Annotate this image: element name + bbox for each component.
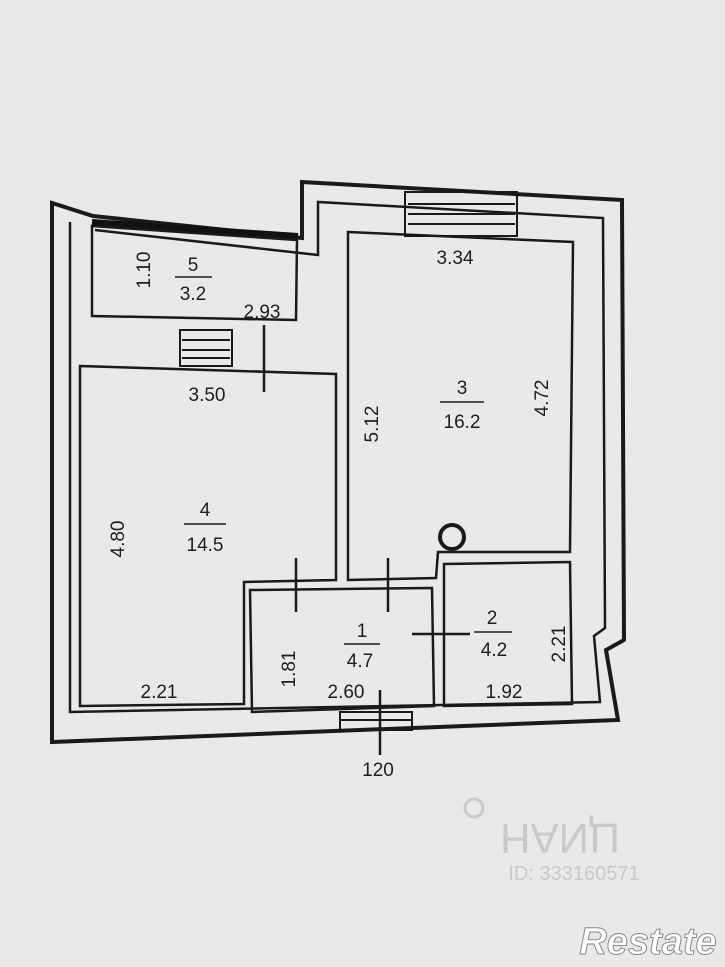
room-3-area: 16.2 [444, 412, 481, 433]
room-5-area: 3.2 [180, 284, 206, 305]
dim-2-21-bottom: 2.21 [141, 682, 178, 703]
room-1-area: 4.7 [347, 651, 373, 672]
brand-name: Restate [579, 921, 716, 963]
window-bottom [339, 711, 413, 731]
room-2-label: 2 4.2 [474, 608, 512, 661]
dim-120: 120 [362, 760, 394, 781]
room-2-number: 2 [487, 608, 498, 629]
room-3-number: 3 [457, 378, 468, 399]
dim-4-80: 4.80 [108, 521, 129, 558]
dim-3-34: 3.34 [437, 248, 474, 269]
room-4 [78, 325, 338, 708]
room-1-label: 1 4.7 [344, 621, 380, 672]
dim-2-60: 2.60 [328, 682, 365, 703]
room-3-label: 3 16.2 [440, 378, 484, 433]
dim-1-81: 1.81 [279, 651, 300, 688]
cian-watermark: ЦИАН ID: 333160571 [463, 797, 640, 885]
room-4-label: 4 14.5 [184, 500, 226, 556]
cian-logo-text: ЦИАН [500, 815, 620, 862]
room-4-area: 14.5 [187, 535, 224, 556]
listing-id: ID: 333160571 [508, 863, 639, 885]
room-3 [346, 230, 575, 582]
dim-2-21-right: 2.21 [549, 626, 570, 663]
room-4-number: 4 [200, 500, 211, 521]
room-2 [412, 560, 574, 708]
dim-4-72: 4.72 [532, 380, 553, 417]
room-5 [90, 219, 299, 322]
window-between-5-4 [179, 329, 233, 367]
dim-5-12: 5.12 [362, 406, 383, 443]
dim-1-10: 1.10 [134, 252, 155, 289]
room-2-area: 4.2 [481, 640, 507, 661]
restate-logo: Restate [579, 921, 717, 964]
room-5-label: 5 3.2 [175, 255, 212, 305]
room-5-number: 5 [188, 255, 199, 276]
dim-3-50: 3.50 [189, 385, 226, 406]
dim-2-93: 2.93 [244, 302, 281, 323]
window-top [404, 191, 518, 237]
room-1 [248, 558, 436, 755]
dim-1-92: 1.92 [486, 682, 523, 703]
dimensions: 1.10 2.93 3.34 3.50 5.12 4.72 4.80 1.81 … [108, 248, 570, 781]
room-1-number: 1 [357, 621, 368, 642]
